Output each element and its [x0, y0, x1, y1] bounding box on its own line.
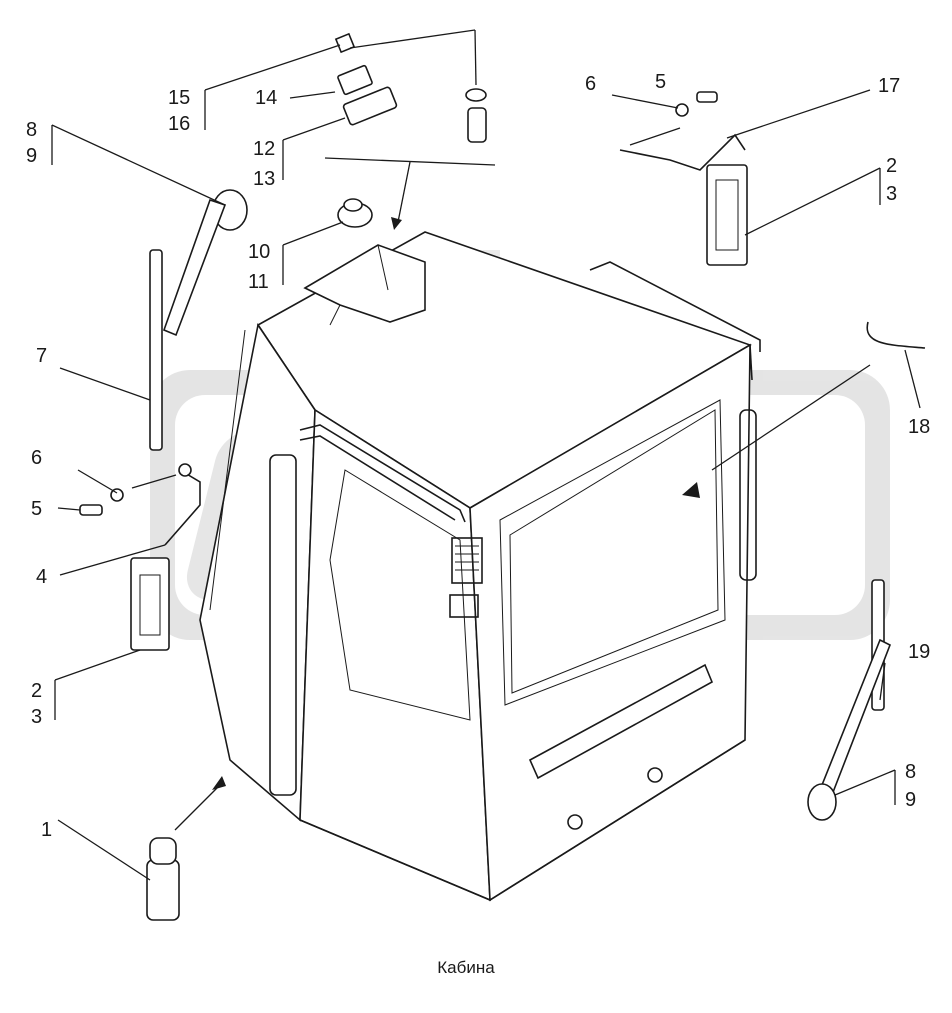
hinge: [647, 767, 663, 783]
leader-lines: [51, 29, 921, 881]
callout-8-left: 8: [26, 119, 37, 141]
callout-11: 11: [248, 271, 269, 293]
callout-13: 13: [253, 168, 275, 190]
callout-18: 18: [908, 416, 930, 438]
beacon-lamp: [146, 837, 180, 921]
callouts: 1 2 3 2 3 4 5 5 6 6 7 8 9 8 9 10 11 12 1…: [26, 71, 930, 841]
callout-1: 1: [41, 819, 52, 841]
callout-7: 7: [36, 345, 47, 367]
roof-light-parts: [334, 32, 487, 143]
callout-3-right: 3: [886, 183, 897, 205]
roof-rear-rail: [589, 261, 761, 352]
seal-strip: [866, 321, 926, 349]
callout-6-left: 6: [31, 447, 42, 469]
callout-4: 4: [36, 566, 47, 588]
side-window: [499, 399, 726, 706]
callout-16: 16: [168, 113, 190, 135]
callout-2-right: 2: [886, 155, 897, 177]
callout-17: 17: [878, 75, 900, 97]
wiper-blade-left: [149, 249, 163, 451]
callout-6-right: 6: [585, 73, 596, 95]
figure-caption: Кабина: [437, 958, 495, 977]
left-mirror-assembly: [162, 189, 248, 337]
cab-body: [199, 231, 761, 902]
callout-12: 12: [253, 138, 275, 160]
front-window-glass: [329, 469, 471, 721]
callout-8-right: 8: [905, 761, 916, 783]
callout-14: 14: [255, 87, 277, 109]
cab-front-left-panel: [199, 322, 316, 822]
callout-5-left: 5: [31, 498, 42, 520]
front-vertical-handrail: [269, 454, 297, 796]
callout-10: 10: [248, 241, 270, 263]
vent-grille: [451, 537, 483, 584]
lower-step-bar: [528, 663, 714, 780]
front-handrail: [299, 424, 466, 523]
left-mirror-bracket: [130, 469, 201, 651]
callout-19: 19: [908, 641, 930, 663]
callout-9-right: 9: [905, 789, 916, 811]
callout-2-left: 2: [31, 680, 42, 702]
callout-5-right: 5: [655, 71, 666, 93]
right-mirror-assembly: [619, 91, 748, 266]
callout-3-left: 3: [31, 706, 42, 728]
right-wiper-assembly: [807, 579, 892, 821]
placard: [449, 594, 479, 618]
bolt-left: [79, 463, 192, 516]
roof-cap: [337, 198, 373, 228]
hinge: [567, 814, 583, 830]
callout-15: 15: [168, 87, 190, 109]
callout-9-left: 9: [26, 145, 37, 167]
side-handrail: [739, 409, 757, 581]
